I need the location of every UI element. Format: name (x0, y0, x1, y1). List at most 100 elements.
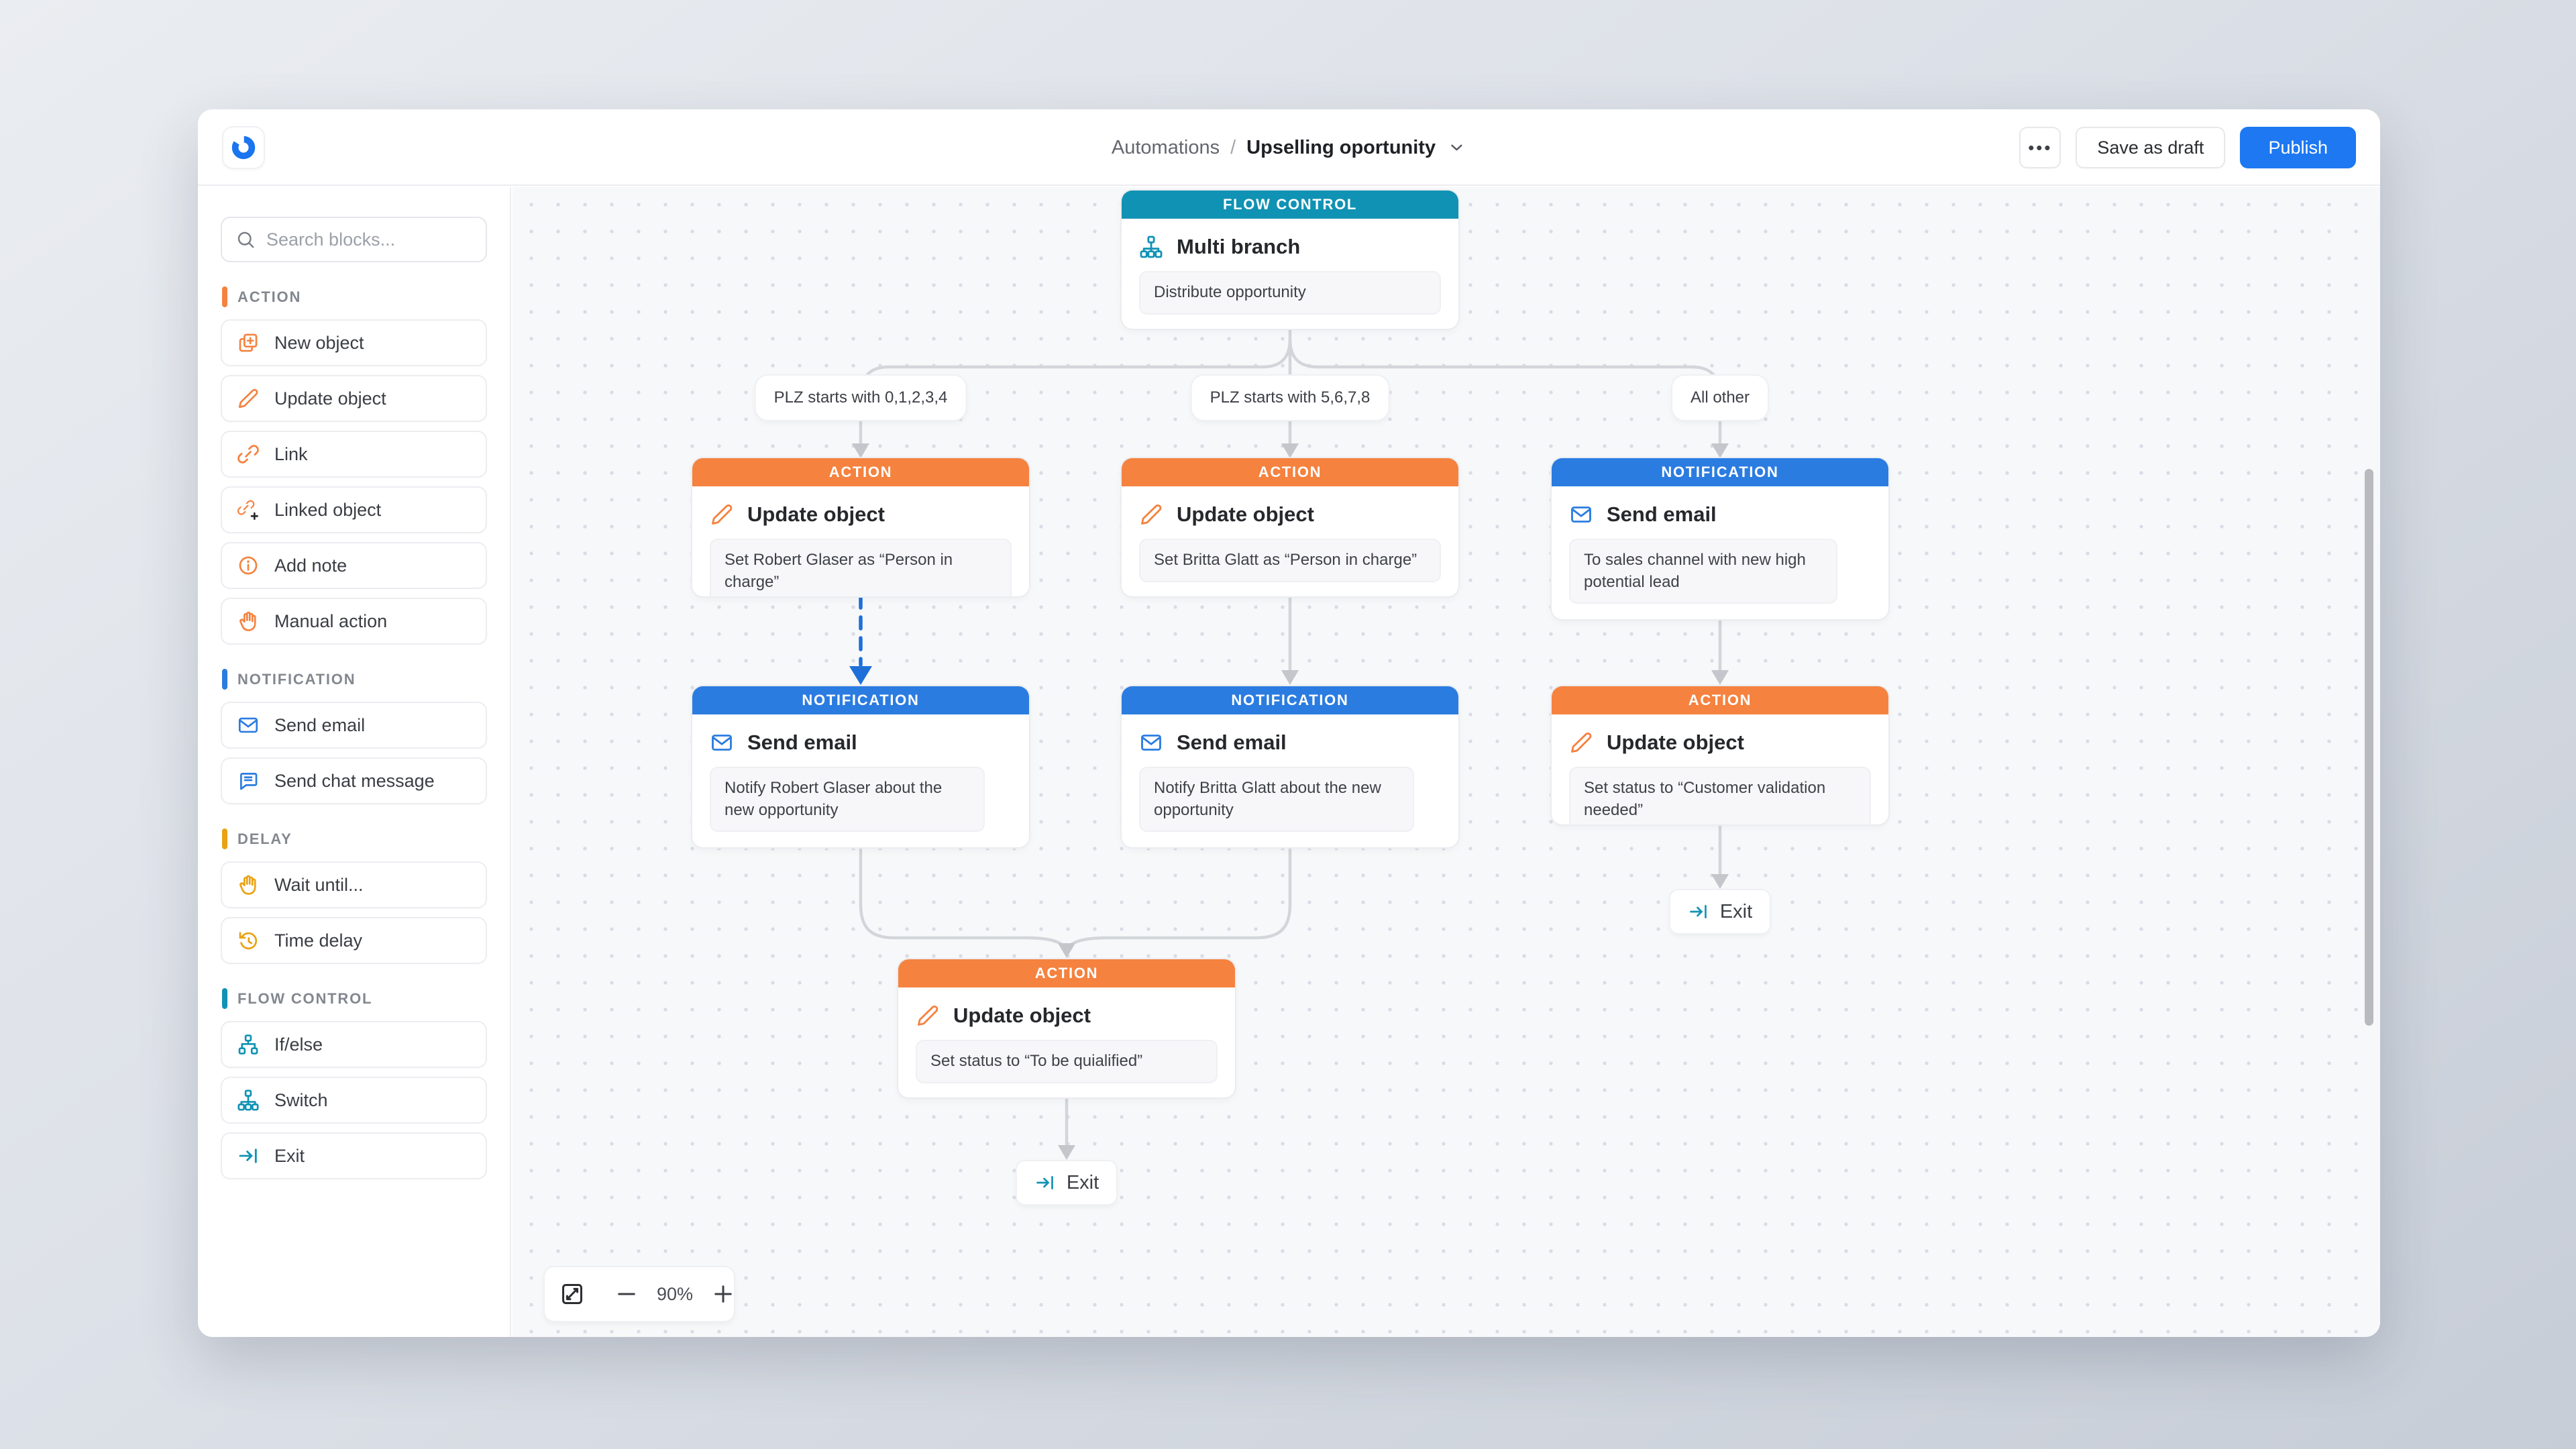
node-category-label: ACTION (1122, 458, 1458, 486)
search-input[interactable]: Search blocks... (221, 217, 487, 262)
sidebar-item-send-chat-message[interactable]: Send chat message (221, 757, 487, 804)
sidebar-item-add-note[interactable]: Add note (221, 542, 487, 589)
pencil-icon (1139, 502, 1163, 527)
node-note[interactable]: Set status to “Customer validation neede… (1569, 767, 1871, 824)
breadcrumb-section[interactable]: Automations (1111, 136, 1220, 158)
node-note[interactable]: Notify Britta Glatt about the new opport… (1139, 767, 1414, 833)
sidebar-item-label: Manual action (274, 610, 388, 631)
publish-button[interactable]: Publish (2240, 127, 2356, 168)
node-send-email-britta[interactable]: NOTIFICATION Send email Notify Britta Gl… (1122, 686, 1458, 847)
sidebar-item-label: Update object (274, 388, 386, 409)
section-color-bar (222, 669, 227, 690)
sidebar-item-label: Wait until... (274, 874, 364, 895)
app-logo[interactable] (222, 126, 265, 169)
sidebar-item-new-object[interactable]: New object (221, 319, 487, 366)
section-header-delay: DELAY (222, 828, 486, 849)
chevron-down-icon[interactable] (1446, 138, 1466, 158)
pencil-icon (237, 387, 260, 410)
node-title: Update object (747, 502, 885, 526)
node-update-object-qualified[interactable]: ACTION Update object Set status to “To b… (898, 959, 1235, 1097)
node-update-object-robert[interactable]: ACTION Update object Set Robert Glaser a… (692, 458, 1029, 596)
sidebar-item-label: Add note (274, 555, 347, 576)
section-header-flow-control: FLOW CONTROL (222, 988, 486, 1009)
sidebar-item-label: Time delay (274, 930, 363, 951)
selected-connector (849, 594, 872, 685)
search-placeholder: Search blocks... (266, 229, 396, 250)
switch-branch-icon (1139, 235, 1163, 259)
node-update-object-validation[interactable]: ACTION Update object Set status to “Cust… (1552, 686, 1888, 824)
section-label: DELAY (237, 830, 292, 847)
section-label: NOTIFICATION (237, 670, 356, 688)
exit-node[interactable]: Exit (1670, 890, 1770, 933)
node-category-label: ACTION (1552, 686, 1888, 714)
breadcrumb: Automations / Upselling oportunity (1112, 109, 1466, 186)
branch-condition-label[interactable]: All other (1672, 376, 1768, 420)
sidebar-item-linked-object[interactable]: Linked object (221, 486, 487, 533)
node-note[interactable]: Distribute opportunity (1139, 271, 1441, 315)
sidebar-item-exit[interactable]: Exit (221, 1132, 487, 1179)
search-icon (235, 229, 256, 250)
node-category-label: FLOW CONTROL (1122, 191, 1458, 219)
exit-label: Exit (1066, 1171, 1099, 1193)
node-category-label: NOTIFICATION (1552, 458, 1888, 486)
sidebar-item-label: If/else (274, 1034, 323, 1055)
exit-label: Exit (1719, 900, 1753, 922)
sidebar-item-wait-until[interactable]: Wait until... (221, 861, 487, 908)
node-send-email-robert[interactable]: NOTIFICATION Send email Notify Robert Gl… (692, 686, 1029, 847)
envelope-icon (1569, 502, 1593, 527)
new-object-icon (237, 331, 260, 354)
node-note[interactable]: Notify Robert Glaser about the new oppor… (710, 767, 985, 833)
canvas-vertical-scrollbar[interactable] (2365, 469, 2373, 1026)
chat-bubble-icon (237, 769, 260, 792)
sidebar-item-label: Send email (274, 714, 366, 735)
node-update-object-britta[interactable]: ACTION Update object Set Britta Glatt as… (1122, 458, 1458, 596)
node-note[interactable]: Set Britta Glatt as “Person in charge” (1139, 539, 1441, 582)
node-multi-branch[interactable]: FLOW CONTROL Multi branch Distribute opp… (1122, 191, 1458, 329)
sidebar-item-if-else[interactable]: If/else (221, 1021, 487, 1068)
exit-node[interactable]: Exit (1016, 1161, 1117, 1204)
node-note[interactable]: Set Robert Glaser as “Person in charge” (710, 539, 1012, 596)
node-title: Update object (953, 1004, 1091, 1027)
envelope-icon (710, 731, 734, 755)
section-color-bar (222, 286, 227, 307)
top-bar: Automations / Upselling oportunity ••• S… (198, 109, 2380, 186)
envelope-icon (237, 714, 260, 737)
sidebar-item-label: Exit (274, 1145, 305, 1166)
sidebar-item-label: Send chat message (274, 770, 435, 791)
zoom-in-button[interactable] (711, 1282, 735, 1306)
breadcrumb-separator: / (1230, 136, 1236, 158)
sidebar-item-switch[interactable]: Switch (221, 1077, 487, 1124)
save-as-draft-button[interactable]: Save as draft (2076, 127, 2226, 168)
node-title: Send email (1607, 502, 1717, 526)
more-options-button[interactable]: ••• (2019, 127, 2061, 168)
node-category-label: ACTION (898, 959, 1235, 987)
sidebar-item-label: New object (274, 332, 364, 353)
hand-icon (237, 873, 260, 896)
workflow-canvas[interactable]: FLOW CONTROL Multi branch Distribute opp… (513, 187, 2380, 1337)
section-label: ACTION (237, 288, 302, 305)
section-header-action: ACTION (222, 286, 486, 307)
sidebar-item-send-email[interactable]: Send email (221, 702, 487, 749)
node-send-email-sales-channel[interactable]: NOTIFICATION Send email To sales channel… (1552, 458, 1888, 619)
zoom-out-button[interactable] (614, 1282, 639, 1306)
branch-condition-label[interactable]: PLZ starts with 5,6,7,8 (1191, 376, 1389, 420)
clock-rewind-icon (237, 929, 260, 952)
fit-to-screen-button[interactable] (559, 1281, 585, 1307)
node-note[interactable]: To sales channel with new high potential… (1569, 539, 1837, 604)
sidebar-item-time-delay[interactable]: Time delay (221, 917, 487, 964)
link-icon (237, 443, 260, 466)
sidebar-item-manual-action[interactable]: Manual action (221, 598, 487, 645)
sidebar-item-update-object[interactable]: Update object (221, 375, 487, 422)
sidebar-item-label: Linked object (274, 499, 382, 520)
canvas-zoom-toolbar: 90% (545, 1267, 734, 1321)
blocks-sidebar: Search blocks... ACTION New object Updat… (198, 187, 511, 1337)
node-note[interactable]: Set status to “To be quialified” (916, 1040, 1218, 1083)
section-color-bar (222, 828, 227, 849)
flow-connectors (849, 327, 1729, 1160)
section-header-notification: NOTIFICATION (222, 669, 486, 690)
branch-condition-label[interactable]: PLZ starts with 0,1,2,3,4 (755, 376, 966, 420)
page-title: Upselling oportunity (1246, 136, 1436, 158)
node-title: Update object (1177, 502, 1314, 526)
sidebar-item-link[interactable]: Link (221, 431, 487, 478)
pencil-icon (916, 1004, 940, 1028)
